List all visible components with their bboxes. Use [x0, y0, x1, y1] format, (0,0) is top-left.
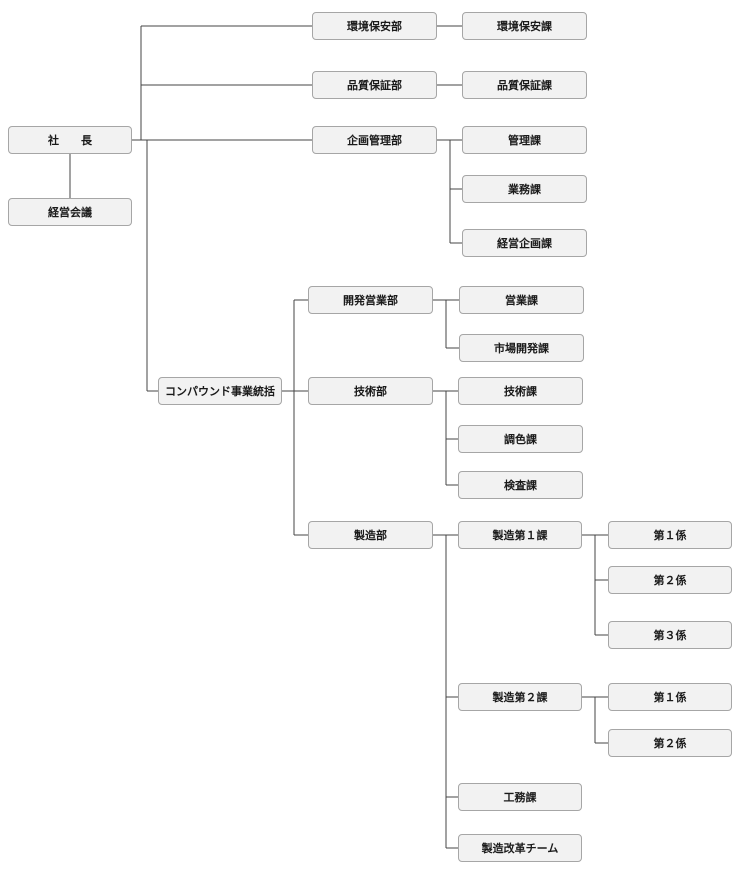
unit-mfg2-2: 第２係: [608, 729, 732, 757]
section-env: 環境保安課: [462, 12, 587, 40]
dept-planning: 企画管理部: [312, 126, 437, 154]
team-mfg-reform: 製造改革チーム: [458, 834, 582, 862]
dept-technology: 技術部: [308, 377, 433, 405]
unit-mfg1-1: 第１係: [608, 521, 732, 549]
compound-division-box: コンパウンド事業統括: [158, 377, 282, 405]
section-mfg-1: 製造第１課: [458, 521, 582, 549]
dept-sales-development: 開発営業部: [308, 286, 433, 314]
section-business: 業務課: [462, 175, 587, 203]
section-mfg-2: 製造第２課: [458, 683, 582, 711]
section-management: 管理課: [462, 126, 587, 154]
dept-env: 環境保安部: [312, 12, 437, 40]
section-works: 工務課: [458, 783, 582, 811]
unit-mfg1-3: 第３係: [608, 621, 732, 649]
management-meeting-box: 経営会議: [8, 198, 132, 226]
section-inspection: 検査課: [458, 471, 583, 499]
section-corporate-planning: 経営企画課: [462, 229, 587, 257]
dept-manufacturing: 製造部: [308, 521, 433, 549]
section-quality: 品質保証課: [462, 71, 587, 99]
section-sales: 営業課: [459, 286, 584, 314]
unit-mfg1-2: 第２係: [608, 566, 732, 594]
section-color-matching: 調色課: [458, 425, 583, 453]
president-box: 社 長: [8, 126, 132, 154]
section-market-development: 市場開発課: [459, 334, 584, 362]
dept-quality: 品質保証部: [312, 71, 437, 99]
unit-mfg2-1: 第１係: [608, 683, 732, 711]
section-technology: 技術課: [458, 377, 583, 405]
